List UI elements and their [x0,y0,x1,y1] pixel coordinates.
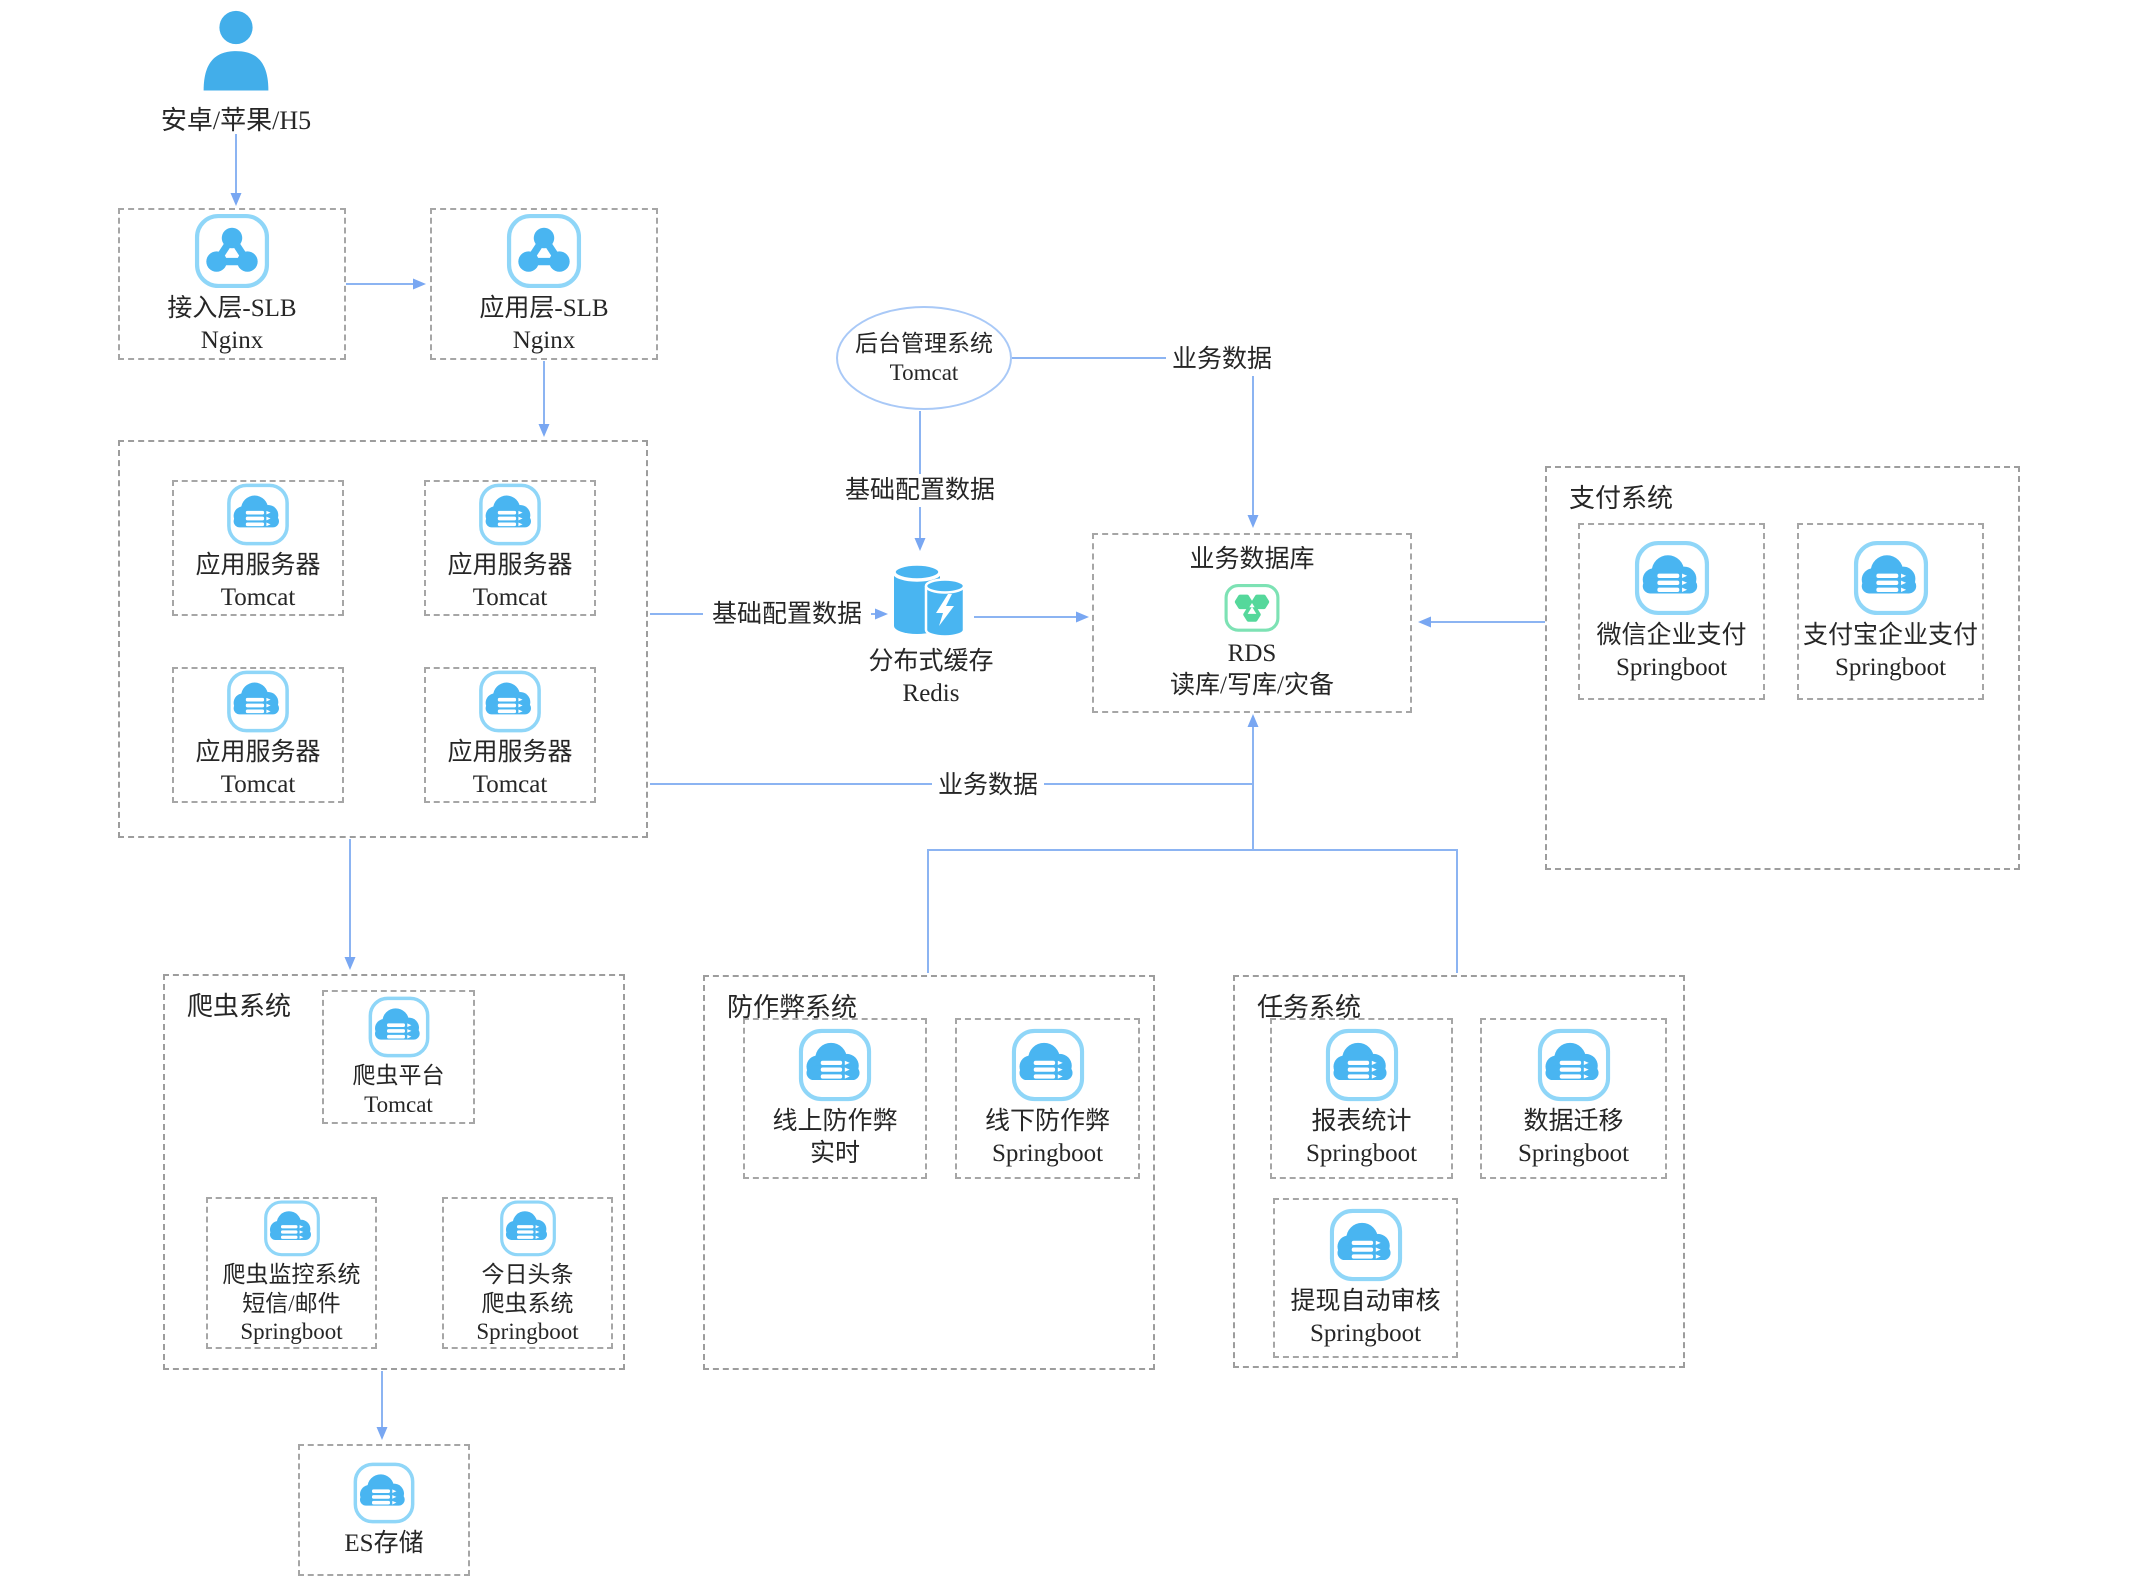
edge-admin-to-rds [1012,357,1259,528]
cloud-server-icon [222,482,294,547]
node-label: 应用层-SLB [479,294,609,322]
cloud-server-icon [498,1199,558,1258]
node-sublabel: Springboot [1615,654,1728,681]
node-label: ES存储 [344,1529,424,1557]
cloud-server-icon [222,669,294,734]
cloud-server-icon [1633,539,1711,617]
app-server-node: 应用服务器 Tomcat [172,667,344,803]
rds-node: 业务数据库 RDS 读库/写库/灾备 [1092,533,1412,713]
node-label: 爬虫平台 [352,1062,445,1088]
cloud-server-icon [1852,539,1930,617]
cloud-server-icon [1010,1027,1086,1103]
node-label: 应用服务器 [447,739,573,766]
user-label: 安卓/苹果/H5 [160,106,312,135]
offline-anticheat-node: 线下防作弊 Springboot [955,1018,1140,1179]
app-server-node: 应用服务器 Tomcat [424,480,596,616]
node-sublabel: Tomcat [220,771,296,798]
payment-system-title: 支付系统 [1569,484,1674,513]
node-label: 报表统计 [1311,1108,1412,1135]
cloud-server-icon [1536,1027,1612,1103]
rds-title: 业务数据库 [1189,546,1315,573]
toutiao-crawler-node: 今日头条 爬虫系统 Springboot [442,1197,613,1349]
node-sublabel: Tomcat [220,584,296,611]
cloud-server-icon [1324,1027,1400,1103]
node-sublabel: Springboot [1517,1140,1630,1167]
online-anticheat-node: 线上防作弊 实时 [743,1018,927,1179]
node-label: 今日头条 [481,1261,574,1287]
node-sublabel: Springboot [1305,1140,1418,1167]
slb-icon [193,212,271,290]
report-stats-node: 报表统计 Springboot [1270,1018,1453,1179]
node-sublabel: Tomcat [472,584,548,611]
app-slb-node: 应用层-SLB Nginx [430,208,658,360]
node-label: 应用服务器 [447,552,573,579]
node-sublabel2: Springboot [240,1319,343,1345]
anticheat-system-title: 防作弊系统 [727,993,858,1022]
edge-collector-branch [927,849,1458,973]
node-sublabel: Tomcat [364,1091,433,1117]
withdraw-audit-node: 提现自动审核 Springboot [1273,1198,1458,1358]
admin-system-node: 后台管理系统 Tomcat [836,306,1012,410]
node-sublabel: Tomcat [889,360,959,385]
node-sublabel: 读库/写库/灾备 [1170,672,1334,699]
node-label: 分布式缓存 [868,648,994,675]
cloud-server-icon [1328,1207,1404,1283]
slb-icon [505,212,583,290]
node-label: 微信企业支付 [1596,622,1747,649]
access-slb-node: 接入层-SLB Nginx [118,208,346,360]
node-label: 支付宝企业支付 [1802,622,1978,649]
node-label: 数据迁移 [1523,1108,1624,1135]
node-label: 后台管理系统 [855,330,993,356]
alipay-node: 支付宝企业支付 Springboot [1797,523,1984,700]
node-sublabel: Redis [902,680,960,707]
cloud-server-icon [262,1199,322,1258]
node-label: 接入层-SLB [167,294,297,322]
node-label: RDS [1227,640,1277,667]
wechat-pay-node: 微信企业支付 Springboot [1578,523,1765,700]
redis-node-label: 分布式缓存 Redis [846,646,1016,710]
node-sublabel: 爬虫系统 [481,1290,574,1316]
node-label: 线下防作弊 [984,1108,1110,1135]
node-sublabel: Nginx [200,326,264,354]
edge-label-config-data-horizontal: 基础配置数据 [703,598,871,632]
node-label: 线上防作弊 [772,1108,898,1135]
crawler-system-title: 爬虫系统 [187,992,292,1021]
cloud-server-icon [352,1461,416,1525]
cloud-server-icon [474,482,546,547]
task-system-title: 任务系统 [1257,993,1362,1022]
node-sublabel2: Springboot [476,1319,579,1345]
crawler-platform-node: 爬虫平台 Tomcat [322,990,475,1124]
node-sublabel: Nginx [512,326,576,354]
crawler-monitor-node: 爬虫监控系统 短信/邮件 Springboot [206,1197,377,1349]
node-label: 应用服务器 [195,552,321,579]
node-label: 爬虫监控系统 [222,1261,361,1287]
cloud-server-icon [797,1027,873,1103]
edge-label-biz-data-mid: 业务数据 [932,769,1044,803]
redis-icon [892,562,966,638]
node-sublabel: Tomcat [472,771,548,798]
edge-label-config-data-vertical: 基础配置数据 [836,474,1004,508]
node-label: 应用服务器 [195,739,321,766]
data-migration-node: 数据迁移 Springboot [1480,1018,1667,1179]
cloud-server-icon [474,669,546,734]
node-label: 提现自动审核 [1290,1287,1441,1315]
node-sublabel: Springboot [1834,654,1947,681]
edge-label-biz-data-top: 业务数据 [1166,343,1278,377]
user-icon [203,10,269,91]
rds-icon [1223,582,1281,635]
node-sublabel: Springboot [991,1140,1104,1167]
app-server-node: 应用服务器 Tomcat [424,667,596,803]
es-storage-node: ES存储 [298,1444,470,1576]
node-sublabel: Springboot [1309,1319,1422,1347]
node-sublabel: 短信/邮件 [242,1290,341,1316]
app-server-node: 应用服务器 Tomcat [172,480,344,616]
node-sublabel: 实时 [809,1140,860,1167]
cloud-server-icon [367,995,431,1059]
